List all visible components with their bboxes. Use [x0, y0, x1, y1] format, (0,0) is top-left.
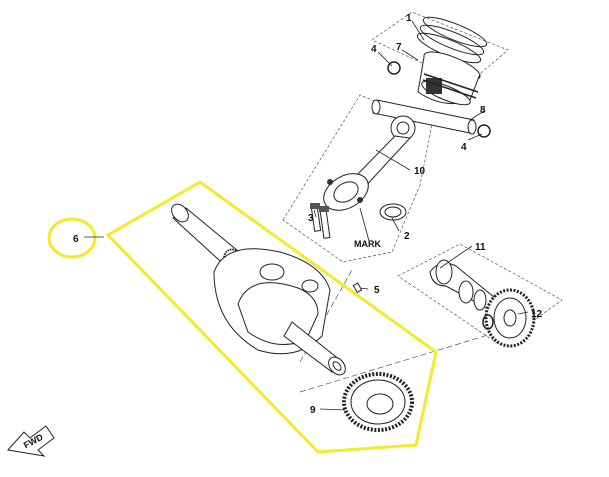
- circlips: [387, 61, 491, 138]
- connecting-rod: [323, 115, 416, 211]
- highlight-circle-callout-6: [47, 217, 97, 259]
- callout-8: 8: [480, 105, 486, 116]
- callout-3: 3: [308, 213, 314, 224]
- callout-4-bottom: 4: [461, 142, 467, 153]
- piston-pin: [371, 99, 477, 135]
- callout-labels: 1 7 4 8 4 10 3 2 MARK 6 11 5 12 9: [73, 13, 543, 416]
- camshaft: [429, 259, 501, 313]
- callout-7: 7: [396, 42, 402, 53]
- callout-6: 6: [73, 234, 79, 245]
- callout-1: 1: [406, 13, 412, 24]
- piston: [417, 51, 481, 106]
- fwd-arrow-icon: FWD: [7, 425, 55, 457]
- rod-cap-bolts: [310, 203, 331, 239]
- crank-gear: [342, 372, 414, 432]
- highlight-annotations: [47, 180, 438, 454]
- woodruff-key: [352, 282, 363, 294]
- rod-bearing: [379, 203, 407, 221]
- callout-4-top: 4: [371, 44, 377, 55]
- callout-11: 11: [475, 242, 486, 253]
- highlight-outline-crankshaft: [105, 180, 438, 454]
- connecting-rod-group-outline: [282, 94, 433, 263]
- camshaft-group-outline: [397, 243, 563, 346]
- callout-12: 12: [531, 309, 543, 320]
- cam-gear: [482, 288, 536, 348]
- mark-label: MARK: [354, 239, 381, 249]
- crankshaft: [171, 203, 346, 376]
- alignment-line-1: [299, 334, 489, 393]
- leader-lines: [84, 20, 529, 411]
- callout-10: 10: [414, 166, 426, 177]
- group-outlines: [282, 11, 563, 393]
- callout-9: 9: [310, 405, 316, 416]
- piston-group-outline: [371, 11, 509, 85]
- callout-5: 5: [374, 285, 380, 296]
- callout-2: 2: [404, 231, 410, 242]
